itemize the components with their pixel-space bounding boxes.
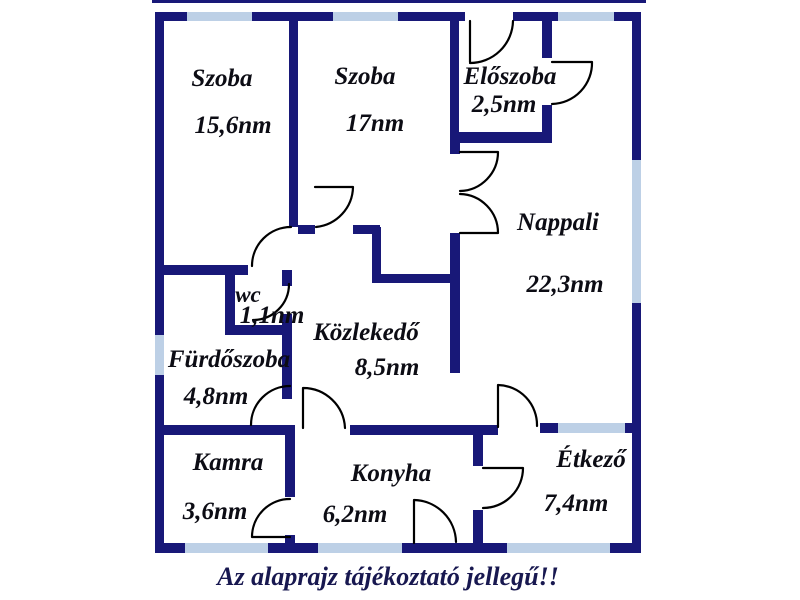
outer-wall-left: [155, 12, 164, 553]
window-etkezo-bottom: [507, 543, 610, 553]
window-kamra-bottom: [185, 543, 268, 553]
window-nappali-top: [558, 12, 614, 21]
room-label-etkezo: Étkező 7,4nm: [544, 445, 628, 517]
window-nappali-right: [632, 160, 641, 303]
room-area-szoba-1: 15,6nm: [194, 112, 271, 139]
room-area-etkezo: 7,4nm: [544, 490, 609, 517]
wall-etkezo-divider-bottom: [473, 510, 483, 553]
room-area-nappali: 22,3nm: [525, 271, 603, 298]
wall-kamra-divider-top: [285, 425, 295, 497]
door-konyha-corridor: [301, 386, 347, 430]
room-area-konyha: 6,2nm: [323, 501, 388, 528]
wall-kamra-divider-bottom: [285, 535, 295, 553]
room-name-furdoszoba: Fürdőszoba: [167, 346, 290, 373]
room-area-eloszoba: 2,5nm: [471, 91, 537, 118]
door-kamra: [250, 497, 292, 539]
room-label-eloszoba: Előszoba 2,5nm: [462, 63, 556, 118]
window-furdo-left: [155, 335, 164, 375]
door-konyha-exterior: [412, 498, 458, 545]
room-name-konyha: Konyha: [350, 460, 432, 487]
wall-corridor-south: [350, 425, 498, 435]
wall-furdo-east: [282, 335, 292, 399]
room-label-konyha: Konyha 6,2nm: [323, 460, 432, 528]
wall-etkezo-divider-top: [473, 435, 483, 466]
room-name-kamra: Kamra: [192, 449, 264, 476]
room-labels: Szoba 15,6nm Szoba 17nm Előszoba 2,5nm N…: [167, 63, 627, 528]
room-area-furdoszoba: 4,8nm: [183, 383, 249, 410]
disclaimer-caption: Az alaprajz tájékoztató jellegű!!: [215, 562, 559, 591]
windows: [155, 12, 641, 553]
room-label-furdoszoba: Fürdőszoba 4,8nm: [167, 346, 290, 410]
window-szoba1-top: [187, 12, 252, 21]
wall-eloszoba-right-bottom: [542, 105, 552, 143]
window-szoba2-top: [333, 12, 398, 21]
wall-corridor-right: [450, 233, 460, 373]
room-name-eloszoba: Előszoba: [462, 63, 556, 90]
room-area-szoba-2: 17nm: [346, 110, 404, 137]
room-label-kamra: Kamra 3,6nm: [182, 449, 264, 525]
wall-furdo-kamra: [155, 425, 293, 435]
wall-wc-east-top: [282, 270, 292, 286]
room-name-kozlekedo: Közlekedő: [312, 319, 420, 346]
wall-wc-south: [225, 325, 292, 335]
room-area-wc: 1,1nm: [240, 302, 305, 329]
wall-wc-west: [225, 265, 235, 335]
door-etkezo-konyha: [481, 466, 525, 510]
wall-eloszoba-right-top: [542, 12, 552, 58]
room-label-szoba-2: Szoba 17nm: [334, 63, 404, 137]
door-etkezo-nappali: [496, 383, 539, 429]
top-edge-line: [152, 0, 646, 3]
doors: [249, 19, 594, 545]
room-label-wc: wc 1,1nm: [235, 282, 304, 329]
door-entrance: [468, 19, 515, 65]
room-area-kamra: 3,6nm: [182, 498, 248, 525]
door-szoba2: [313, 185, 355, 229]
door-wc: [251, 282, 291, 322]
outer-wall-top-left: [155, 12, 465, 21]
window-konyha-bottom: [318, 543, 402, 553]
window-etkezo-top: [558, 423, 625, 433]
room-label-szoba-1: Szoba 15,6nm: [191, 65, 271, 139]
door-double-szoba2-nappali: [458, 150, 500, 235]
room-area-kozlekedo: 8,5nm: [355, 354, 420, 381]
wall-eloszoba-bottom: [450, 132, 551, 143]
room-name-szoba-1: Szoba: [191, 65, 252, 92]
door-furdoszoba: [249, 384, 292, 427]
wall-wc-east-mid: [282, 314, 292, 338]
door-eloszoba-nappali: [550, 60, 594, 106]
room-name-nappali: Nappali: [516, 209, 599, 236]
wall-szoba2-bottom-east: [353, 225, 380, 234]
wall-szoba1-bottom: [155, 265, 248, 275]
room-label-nappali: Nappali 22,3nm: [516, 209, 604, 298]
wall-eloszoba-divider: [450, 12, 459, 132]
room-name-wc: wc: [235, 282, 261, 307]
door-szoba1: [250, 225, 293, 268]
room-label-kozlekedo: Közlekedő 8,5nm: [312, 319, 420, 381]
wall-szoba-divider: [289, 12, 298, 227]
room-name-szoba-2: Szoba: [334, 63, 395, 90]
wall-szoba2-bottom-stub: [298, 225, 315, 234]
wall-szoba2-notch-horiz: [372, 274, 455, 283]
wall-szoba2-notch-vert: [372, 227, 381, 283]
room-name-etkezo: Étkező: [555, 445, 627, 473]
